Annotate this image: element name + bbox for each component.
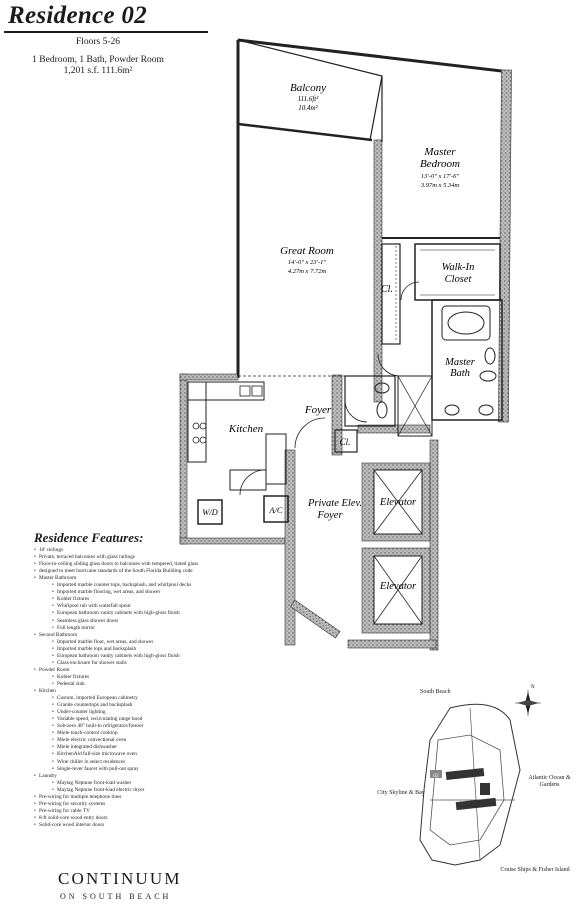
feature-item: Pre-wiring for security systems	[34, 801, 105, 808]
feature-item: KitchenAid full-size microwave oven	[52, 751, 137, 758]
north-label: N	[531, 685, 535, 690]
compass-icon	[515, 690, 541, 716]
feature-item: Miele touch-control cooktop	[52, 730, 118, 737]
master-bedroom-label-1: Master	[423, 146, 456, 158]
foyer-closet-box	[334, 429, 358, 453]
feature-item: Custom, imported European cabinetry	[52, 695, 138, 702]
washer-dryer-box	[197, 499, 223, 525]
exterior-walls	[179, 38, 512, 651]
feature-item: Second Bathroom	[34, 632, 77, 639]
great-room-dim1: 14'-0" x 23'-1"	[288, 259, 326, 266]
feature-item: Variable speed, recirculating range hood	[52, 716, 142, 723]
key-plan: 02 N	[419, 685, 541, 866]
elevator-1-shaft	[361, 462, 431, 542]
feature-item: Granite countertops and backsplash	[52, 702, 133, 709]
feature-item: European bathroom vanity cabinets with h…	[52, 610, 180, 617]
feature-item: Master Bathroom	[34, 575, 76, 582]
feature-item: Seamless glass shower doors	[52, 618, 118, 625]
feature-item: Wine chiller in select residences	[52, 759, 125, 766]
washer-dryer-label: W/D	[202, 507, 218, 517]
balcony-area	[237, 39, 383, 142]
floors-text: Floors 5-26	[75, 37, 121, 47]
great-room-dim2: 4.27m x 7.72m	[288, 268, 327, 275]
feature-item: designed to meet hurricane standards of …	[34, 568, 193, 575]
master-bedroom-dim1: 13'-0" x 17'-6"	[421, 173, 459, 180]
layout-text: 1 Bedroom, 1 Bath, Powder Room	[32, 55, 164, 65]
ac-box	[263, 495, 289, 523]
feature-item: Private, terraced balconies with glass r…	[34, 554, 135, 561]
feature-item: Single-lever faucet with pull-out spray	[52, 766, 139, 773]
feature-item: Kohler fixtures	[52, 596, 89, 603]
feature-item: Miele electric convectional oven	[52, 737, 126, 744]
great-room-label: Great Room	[280, 245, 334, 257]
feature-item: Whirlpool tub with waterfall spout	[52, 603, 131, 610]
closet-label-2: Cl.	[340, 437, 351, 447]
brand-sub: ON SOUTH BEACH	[60, 892, 172, 901]
closet-label-1: Cl.	[381, 284, 393, 295]
balcony-dim1: 111.6ft²	[298, 95, 320, 103]
feature-item: Sub-zero 48" built-in refrigerator/freez…	[52, 723, 143, 730]
master-bedroom-dim2: 3.97m x 5.34m	[420, 182, 460, 189]
feature-item: Imported marble counter tops, backsplash…	[52, 582, 191, 589]
kitchen-area	[187, 381, 287, 491]
ocean-label: Atlantic Ocean & Gardens	[528, 775, 571, 788]
balcony-label: Balcony	[290, 82, 326, 94]
ac-label: A/C	[268, 505, 283, 515]
walk-in-label-1: Walk-In	[442, 262, 475, 273]
foyer-label: Foyer	[304, 404, 332, 416]
feature-item: Maytag Neptune front-load washer	[52, 780, 131, 787]
feature-item: Miele integrated dishwasher	[52, 744, 117, 751]
cruise-label: Cruise Ships & Fisher Island	[500, 867, 570, 873]
master-bath-area	[397, 299, 503, 437]
feature-item: Laundry	[34, 773, 57, 780]
walk-in-label-2: Closet	[445, 274, 473, 285]
feature-item: 10' ceilings	[34, 547, 63, 554]
feature-item: Under-counter lighting	[52, 709, 106, 716]
elevator-2-label: Elevator	[379, 581, 417, 592]
feature-item: Powder Room	[34, 667, 70, 674]
feature-item: Pre-wiring for cable TV	[34, 808, 90, 815]
feature-item: Full length mirror	[52, 625, 95, 632]
residence-title: Residence 02	[8, 2, 147, 29]
title-rule	[4, 31, 208, 33]
feature-item: Imported marble flooring, wet areas, and…	[52, 589, 160, 596]
feature-item: Glass enclosure for shower stalls	[52, 660, 127, 667]
features-title: Residence Features:	[34, 530, 144, 545]
powder-room-area	[344, 375, 396, 427]
feature-item: Kitchen	[34, 688, 56, 695]
south-beach-label: South Beach	[420, 689, 451, 695]
feature-item: Imported marble floor, wet areas, and sh…	[52, 639, 153, 646]
feature-item: Pedestal sink	[52, 681, 85, 688]
balcony-dim2: 10.4m²	[298, 104, 318, 112]
private-foyer-label-2: Foyer	[316, 510, 343, 521]
master-bath-label-1: Master	[444, 357, 476, 368]
city-label: City Skyline & Bay	[377, 790, 425, 796]
feature-item: Kohler fixtures	[52, 674, 89, 681]
elevator-1-label: Elevator	[379, 497, 417, 508]
private-foyer-label-1: Private Elev.	[307, 498, 362, 509]
elevator-2-shaft	[361, 547, 431, 634]
feature-item: European bathroom vanity cabinets with h…	[52, 653, 180, 660]
brand-name: CONTINUUM	[58, 869, 182, 888]
area-text: 1,201 s.f. 111.6m²	[63, 66, 133, 76]
kitchen-label: Kitchen	[228, 423, 264, 435]
feature-item: Floor-to-ceiling sliding glass doors to …	[34, 561, 198, 568]
closet-area	[381, 243, 401, 345]
feature-item: Maytag Neptune front-load electric dryer	[52, 787, 144, 794]
feature-item: Pre-wiring for multiple telephone lines	[34, 794, 121, 801]
unit-marker: 02	[433, 773, 439, 779]
feature-item: Solid-core wood interior doors	[34, 822, 104, 829]
feature-item: 8-ft solid-core wood entry doors	[34, 815, 108, 822]
feature-item: Imported marble tops and backsplash	[52, 646, 136, 653]
master-bath-label-2: Bath	[450, 368, 470, 379]
door-swings	[239, 281, 420, 496]
master-bedroom-label-2: Bedroom	[420, 158, 460, 170]
